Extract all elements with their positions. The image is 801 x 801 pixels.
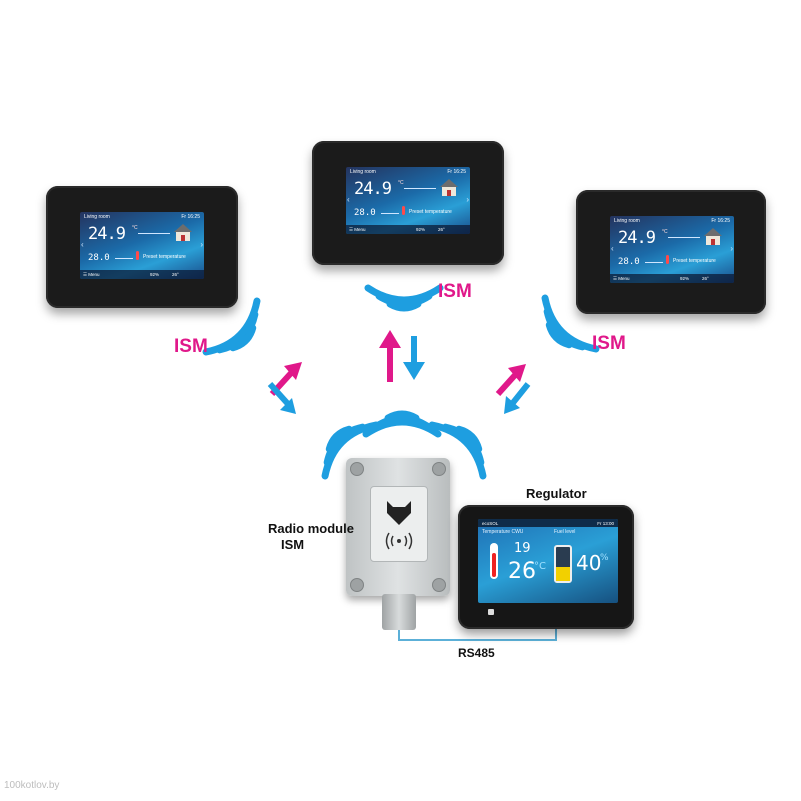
temperature-caption: Temperature CWU — [482, 529, 524, 535]
outdoor-temperature: 26° — [438, 227, 445, 232]
fuel-level-unit: % — [600, 553, 609, 563]
humidity-value: 92% — [416, 227, 426, 232]
chevron-right-icon[interactable]: › — [200, 240, 203, 249]
thermometer-icon — [490, 543, 498, 579]
room-temperature: 24.9 — [354, 179, 392, 199]
preset-temperature: 28.0 — [88, 253, 110, 263]
preset-label: Preset temperature — [143, 254, 186, 260]
house-icon — [174, 224, 192, 241]
clock: Fr 16:25 — [711, 218, 730, 224]
menu-button[interactable]: ☰ Menu — [349, 227, 366, 232]
room-name: Living room — [614, 218, 640, 224]
fuel-tank-icon — [554, 545, 572, 583]
screw-icon — [350, 462, 364, 476]
temperature-unit: °C — [662, 229, 668, 235]
rs485-wire — [398, 629, 557, 641]
room-temperature: 24.9 — [618, 228, 656, 248]
thermometer-icon — [136, 251, 139, 260]
divider-line — [138, 233, 170, 234]
outdoor-temperature: 26° — [702, 276, 709, 281]
cable-gland — [382, 594, 416, 630]
regulator-screen: ecoSOL Fr 13:00 Temperature CWU Fuel lev… — [478, 519, 618, 603]
regulator-clock: Fr 13:00 — [597, 521, 614, 526]
temperature-unit: °C — [398, 180, 404, 186]
preset-label: Preset temperature — [409, 209, 452, 215]
panel-screen: Living room Fr 16:25 ‹ › 24.9 °C 28.0 Pre… — [346, 167, 470, 234]
room-name: Living room — [350, 169, 376, 175]
arrow-pair-right — [495, 364, 531, 414]
radio-module-label-ism: ISM — [281, 537, 305, 552]
divider-line — [381, 213, 399, 214]
divider-line — [404, 188, 436, 189]
screw-icon — [350, 578, 364, 592]
arrow-pair-left — [267, 362, 302, 414]
chevron-left-icon[interactable]: ‹ — [81, 240, 84, 249]
screw-icon — [432, 462, 446, 476]
thermometer-icon — [666, 255, 669, 264]
humidity-value: 92% — [150, 272, 160, 277]
wave-top-panel — [368, 288, 440, 308]
thermometer-icon — [402, 206, 405, 215]
clock: Fr 16:25 — [447, 169, 466, 175]
wave-left-panel — [206, 301, 271, 366]
watermark: 100kotlov.by — [4, 780, 60, 791]
divider-line — [668, 237, 700, 238]
ism-label-right: ISM — [592, 333, 626, 354]
wall-panel-top: Living room Fr 16:25 ‹ › 24.9 °C 28.0 Pre… — [312, 141, 504, 265]
temperature-big: 26 — [508, 559, 536, 584]
chevron-left-icon[interactable]: ‹ — [611, 244, 614, 253]
panel-screen: Living room Fr 16:25 ‹ › 24.9 °C 28.0 Pre… — [80, 212, 204, 279]
fuel-caption: Fuel level — [554, 529, 576, 535]
ism-label-top: ISM — [438, 281, 472, 302]
fuel-level-value: 40 — [576, 551, 602, 575]
radio-module — [346, 458, 450, 596]
screw-icon — [432, 578, 446, 592]
rs485-label: RS485 — [458, 646, 495, 660]
status-led — [488, 609, 494, 615]
regulator-label: Regulator — [526, 486, 587, 501]
room-name: Living room — [84, 214, 110, 220]
temperature-unit: °C — [534, 561, 546, 572]
arrow-pair-top — [379, 330, 425, 382]
regulator-brand: ecoSOL — [482, 521, 499, 526]
chevron-right-icon[interactable]: › — [466, 195, 469, 204]
house-icon — [440, 179, 458, 196]
chevron-right-icon[interactable]: › — [730, 244, 733, 253]
preset-temperature: 28.0 — [354, 208, 376, 218]
outdoor-temperature: 26° — [172, 272, 179, 277]
module-faceplate — [370, 486, 428, 562]
house-icon — [704, 228, 722, 245]
preset-temperature: 28.0 — [618, 257, 640, 267]
ism-label-left: ISM — [174, 336, 208, 357]
radio-module-label: Radio module — [268, 521, 354, 536]
divider-line — [645, 262, 663, 263]
humidity-value: 92% — [680, 276, 690, 281]
room-temperature: 24.9 — [88, 224, 126, 244]
temperature-small: 19 — [514, 541, 531, 556]
fox-logo-icon — [387, 501, 411, 525]
divider-line — [115, 258, 133, 259]
preset-label: Preset temperature — [673, 258, 716, 264]
chevron-left-icon[interactable]: ‹ — [347, 195, 350, 204]
regulator-device: ecoSOL Fr 13:00 Temperature CWU Fuel lev… — [458, 505, 634, 629]
menu-button[interactable]: ☰ Menu — [613, 276, 630, 281]
panel-screen: Living room Fr 16:25 ‹ › 24.9 °C 28.0 Pre… — [610, 216, 734, 283]
wall-panel-right: Living room Fr 16:25 ‹ › 24.9 °C 28.0 Pre… — [576, 190, 766, 314]
clock: Fr 16:25 — [181, 214, 200, 220]
wall-panel-left: Living room Fr 16:25 ‹ › 24.9 °C 28.0 Pre… — [46, 186, 238, 308]
menu-button[interactable]: ☰ Menu — [83, 272, 100, 277]
wireless-signal-icon — [385, 532, 413, 550]
temperature-unit: °C — [132, 225, 138, 231]
